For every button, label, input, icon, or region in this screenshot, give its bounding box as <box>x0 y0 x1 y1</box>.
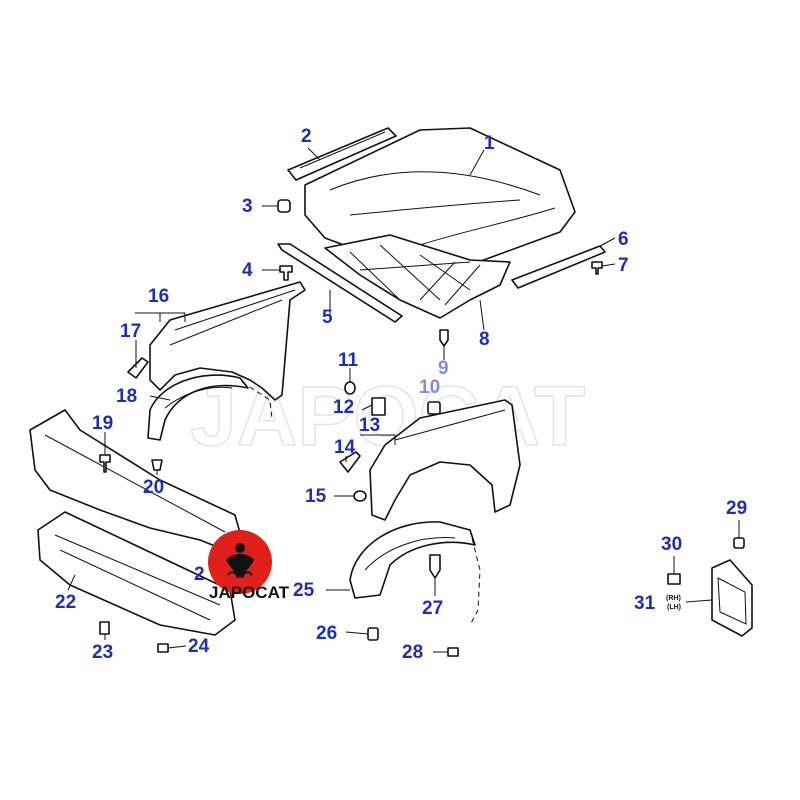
callout-19: 19 <box>92 413 113 434</box>
hood-seal-lh <box>277 243 403 323</box>
callout-24: 24 <box>188 636 210 657</box>
callout-5: 5 <box>322 307 333 328</box>
callout-18: 18 <box>116 386 137 407</box>
callout-6: 6 <box>618 229 629 250</box>
callout-3: 3 <box>242 196 253 217</box>
bracket-14 <box>339 451 361 473</box>
callout-21: 2 <box>194 564 205 585</box>
callout-13: 13 <box>359 415 380 436</box>
callout-16: 16 <box>148 286 169 307</box>
bumper-reinforcement <box>37 511 236 636</box>
bolt-20 <box>151 459 163 471</box>
plug-15 <box>353 490 367 502</box>
label-rh: (RH) <box>666 595 681 602</box>
screw-28 <box>447 647 459 657</box>
callout-29: 29 <box>726 498 747 519</box>
callout-30: 30 <box>661 534 682 555</box>
label-lh: (LH) <box>667 604 681 611</box>
bolt-24 <box>157 643 169 653</box>
clip-10 <box>427 401 441 415</box>
clip-4 <box>279 265 293 281</box>
clip-7 <box>591 261 603 275</box>
callout-10: 10 <box>419 377 440 398</box>
bolt-30 <box>667 573 681 585</box>
callout-22: 22 <box>55 592 76 613</box>
bracket-12 <box>371 397 386 416</box>
hood-seal-rear <box>287 127 397 181</box>
mud-flap <box>711 559 753 637</box>
clip-9 <box>439 329 449 347</box>
hood-panel <box>304 127 576 266</box>
logo-figure-icon <box>226 543 254 579</box>
callout-15: 15 <box>305 486 327 507</box>
callout-28: 28 <box>402 642 423 663</box>
callout-14: 14 <box>334 437 356 458</box>
callout-7: 7 <box>618 255 629 276</box>
callout-25: 25 <box>293 580 315 601</box>
callout-9: 9 <box>438 358 449 379</box>
nut-23 <box>99 621 110 635</box>
callout-4: 4 <box>242 260 253 281</box>
hood-cushion <box>277 199 291 213</box>
callout-8: 8 <box>479 329 490 350</box>
callout-12: 12 <box>333 397 354 418</box>
callout-20: 20 <box>143 477 164 498</box>
callout-23: 23 <box>92 642 113 663</box>
fender-liner-rh <box>349 521 481 626</box>
callout-1: 1 <box>484 133 495 154</box>
logo-text: JAPOCAT <box>209 583 290 602</box>
callout-31: 31 <box>634 593 656 614</box>
callout-17: 17 <box>120 321 141 342</box>
callout-11: 11 <box>338 350 359 371</box>
callout-26: 26 <box>316 623 337 644</box>
fender-liner-lh <box>147 374 273 441</box>
grommet-11 <box>344 381 356 395</box>
leader-lines <box>67 147 740 653</box>
screw-29 <box>733 537 745 549</box>
clip-27 <box>429 554 441 579</box>
japocat-logo: JAPOCAT <box>208 530 290 602</box>
hood-inner-panel <box>324 234 511 319</box>
bolt-19 <box>99 454 111 473</box>
fender-lh <box>149 281 306 401</box>
bracket-17 <box>127 357 149 379</box>
fender-rh <box>369 399 521 521</box>
clip-26 <box>367 627 379 641</box>
callout-27: 27 <box>422 598 443 619</box>
hood-seal-rh <box>511 245 606 289</box>
callout-2: 2 <box>301 126 312 147</box>
